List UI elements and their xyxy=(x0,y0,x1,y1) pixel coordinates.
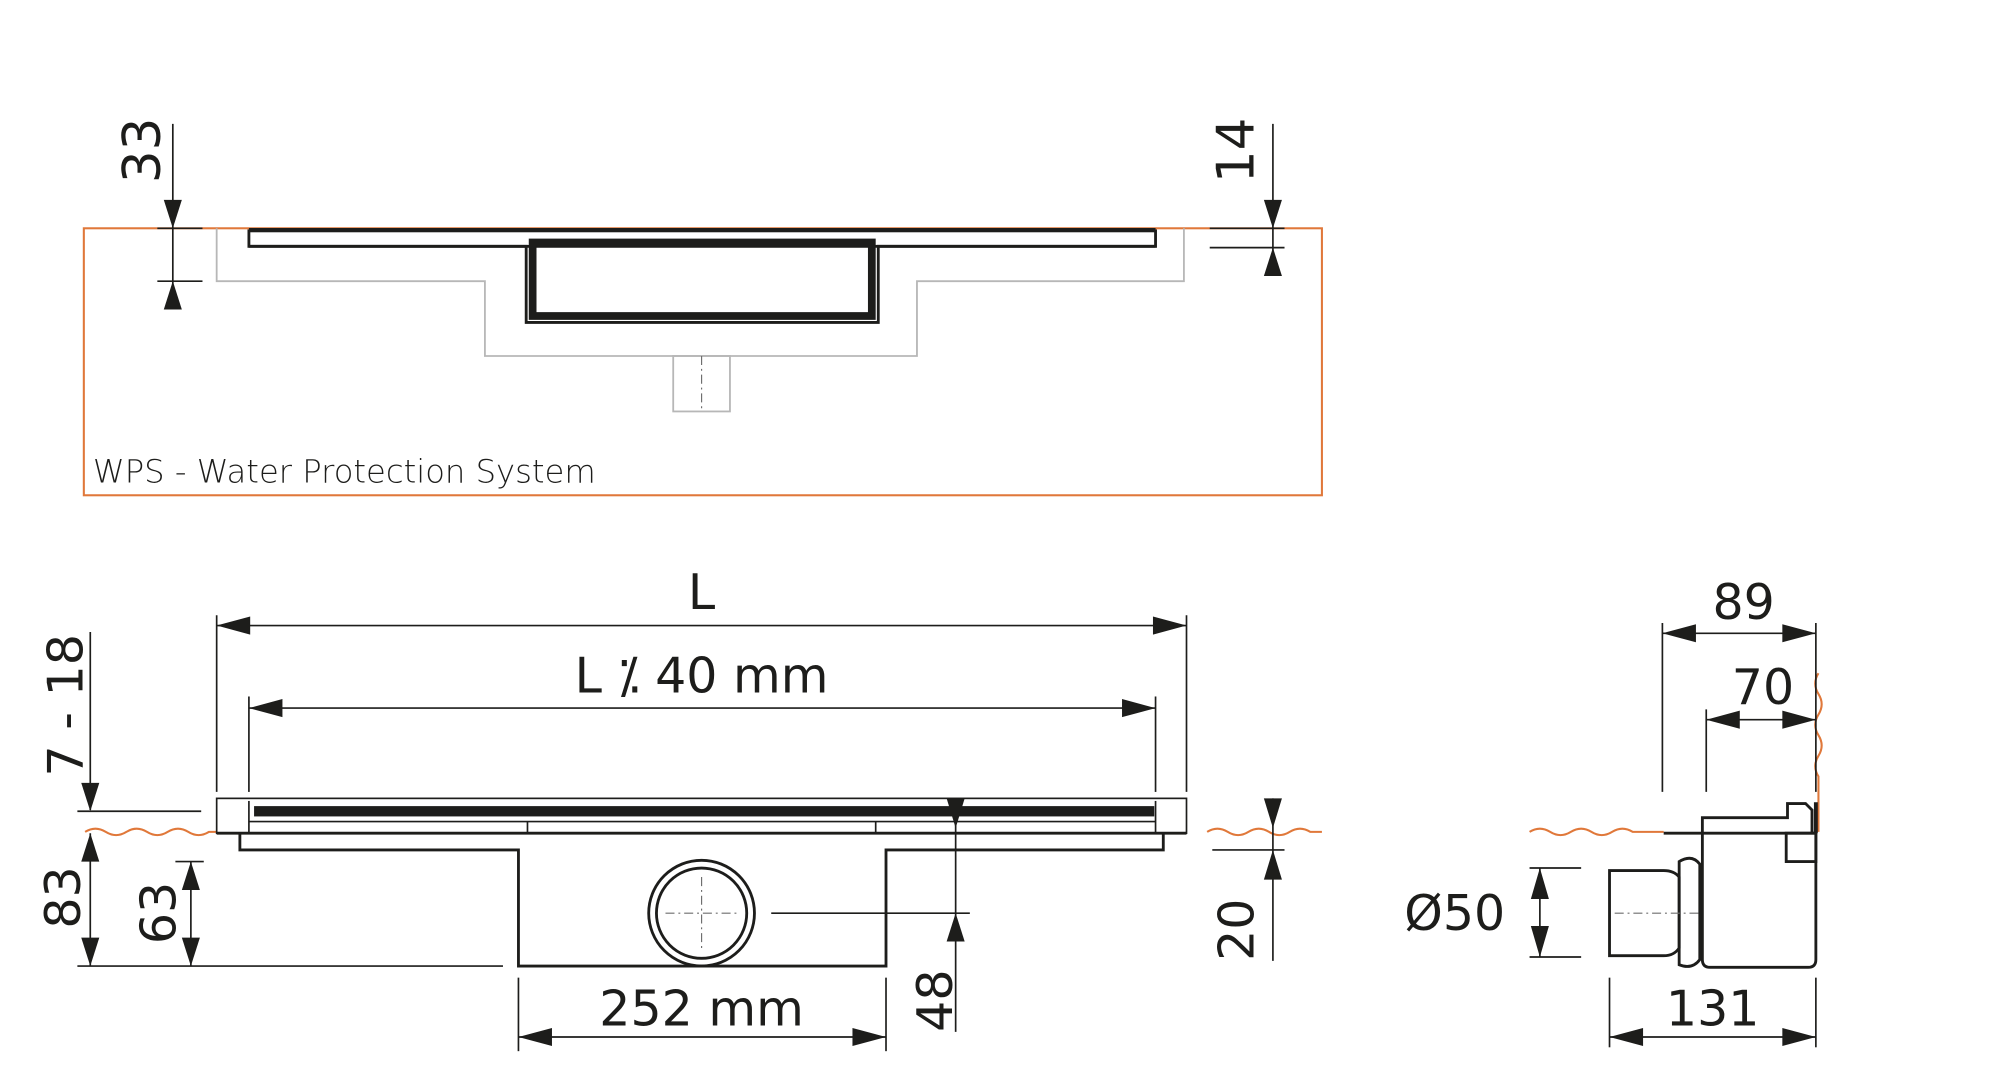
end-outlet-ring xyxy=(1677,856,1702,968)
dimension-L-minus-40: L ⁒ 40 mm xyxy=(248,648,1157,792)
end-floor-line xyxy=(1529,827,1664,837)
dim-89-text: 89 xyxy=(1712,574,1774,631)
dimension-48: 48 xyxy=(771,798,970,1032)
end-grate xyxy=(1700,802,1814,834)
dimension-L: L xyxy=(215,564,1188,792)
dimension-20: 20 xyxy=(1209,798,1285,961)
dim-131-text: 131 xyxy=(1666,980,1760,1037)
drain-channel-outer xyxy=(248,244,1156,324)
floor-line-left xyxy=(84,827,217,837)
dimension-70: 70 xyxy=(1705,659,1816,792)
dimension-7-18: 7 - 18 xyxy=(38,631,202,813)
dim-L-minus-40-text: L ⁒ 40 mm xyxy=(575,648,829,705)
dim-14-text: 14 xyxy=(1207,118,1267,184)
dimension-89: 89 xyxy=(1661,574,1817,792)
dim-33-text: 33 xyxy=(113,118,173,184)
end-view: 89 70 Ø50 131 xyxy=(1404,574,1823,1048)
outlet-pipe-outer xyxy=(647,858,756,968)
end-body xyxy=(1700,831,1818,969)
dimension-diameter-50: Ø50 xyxy=(1404,867,1582,958)
dim-252-text: 252 mm xyxy=(599,980,804,1037)
dim-L-text: L xyxy=(688,564,716,621)
dimension-83: 83 xyxy=(35,833,503,967)
floor-line-right xyxy=(1206,827,1322,837)
dim-63-text: 63 xyxy=(130,882,187,944)
dim-48-text: 48 xyxy=(907,969,964,1031)
dimension-252: 252 mm xyxy=(517,977,887,1052)
dimension-131: 131 xyxy=(1608,977,1817,1048)
dim-70-text: 70 xyxy=(1732,659,1794,716)
dimension-33: 33 xyxy=(113,118,203,310)
dim-7-18-text: 7 - 18 xyxy=(38,634,95,776)
plan-view: 33 14 WPS - Water Protection System xyxy=(82,118,1323,497)
dim-20-text: 20 xyxy=(1209,899,1266,961)
drain-channel-inner xyxy=(528,238,876,320)
dim-diameter-50-text: Ø50 xyxy=(1404,885,1505,942)
wps-label: WPS - Water Protection System xyxy=(93,452,596,490)
outlet-pipe-inner xyxy=(655,866,749,960)
dim-83-text: 83 xyxy=(35,866,92,928)
dimension-14: 14 xyxy=(1207,118,1285,277)
grate-bar xyxy=(254,806,1155,817)
end-inner-step xyxy=(1784,831,1818,863)
side-view: L L ⁒ 40 mm 7 - 18 83 xyxy=(35,564,1322,1052)
dimension-63: 63 xyxy=(130,860,204,967)
